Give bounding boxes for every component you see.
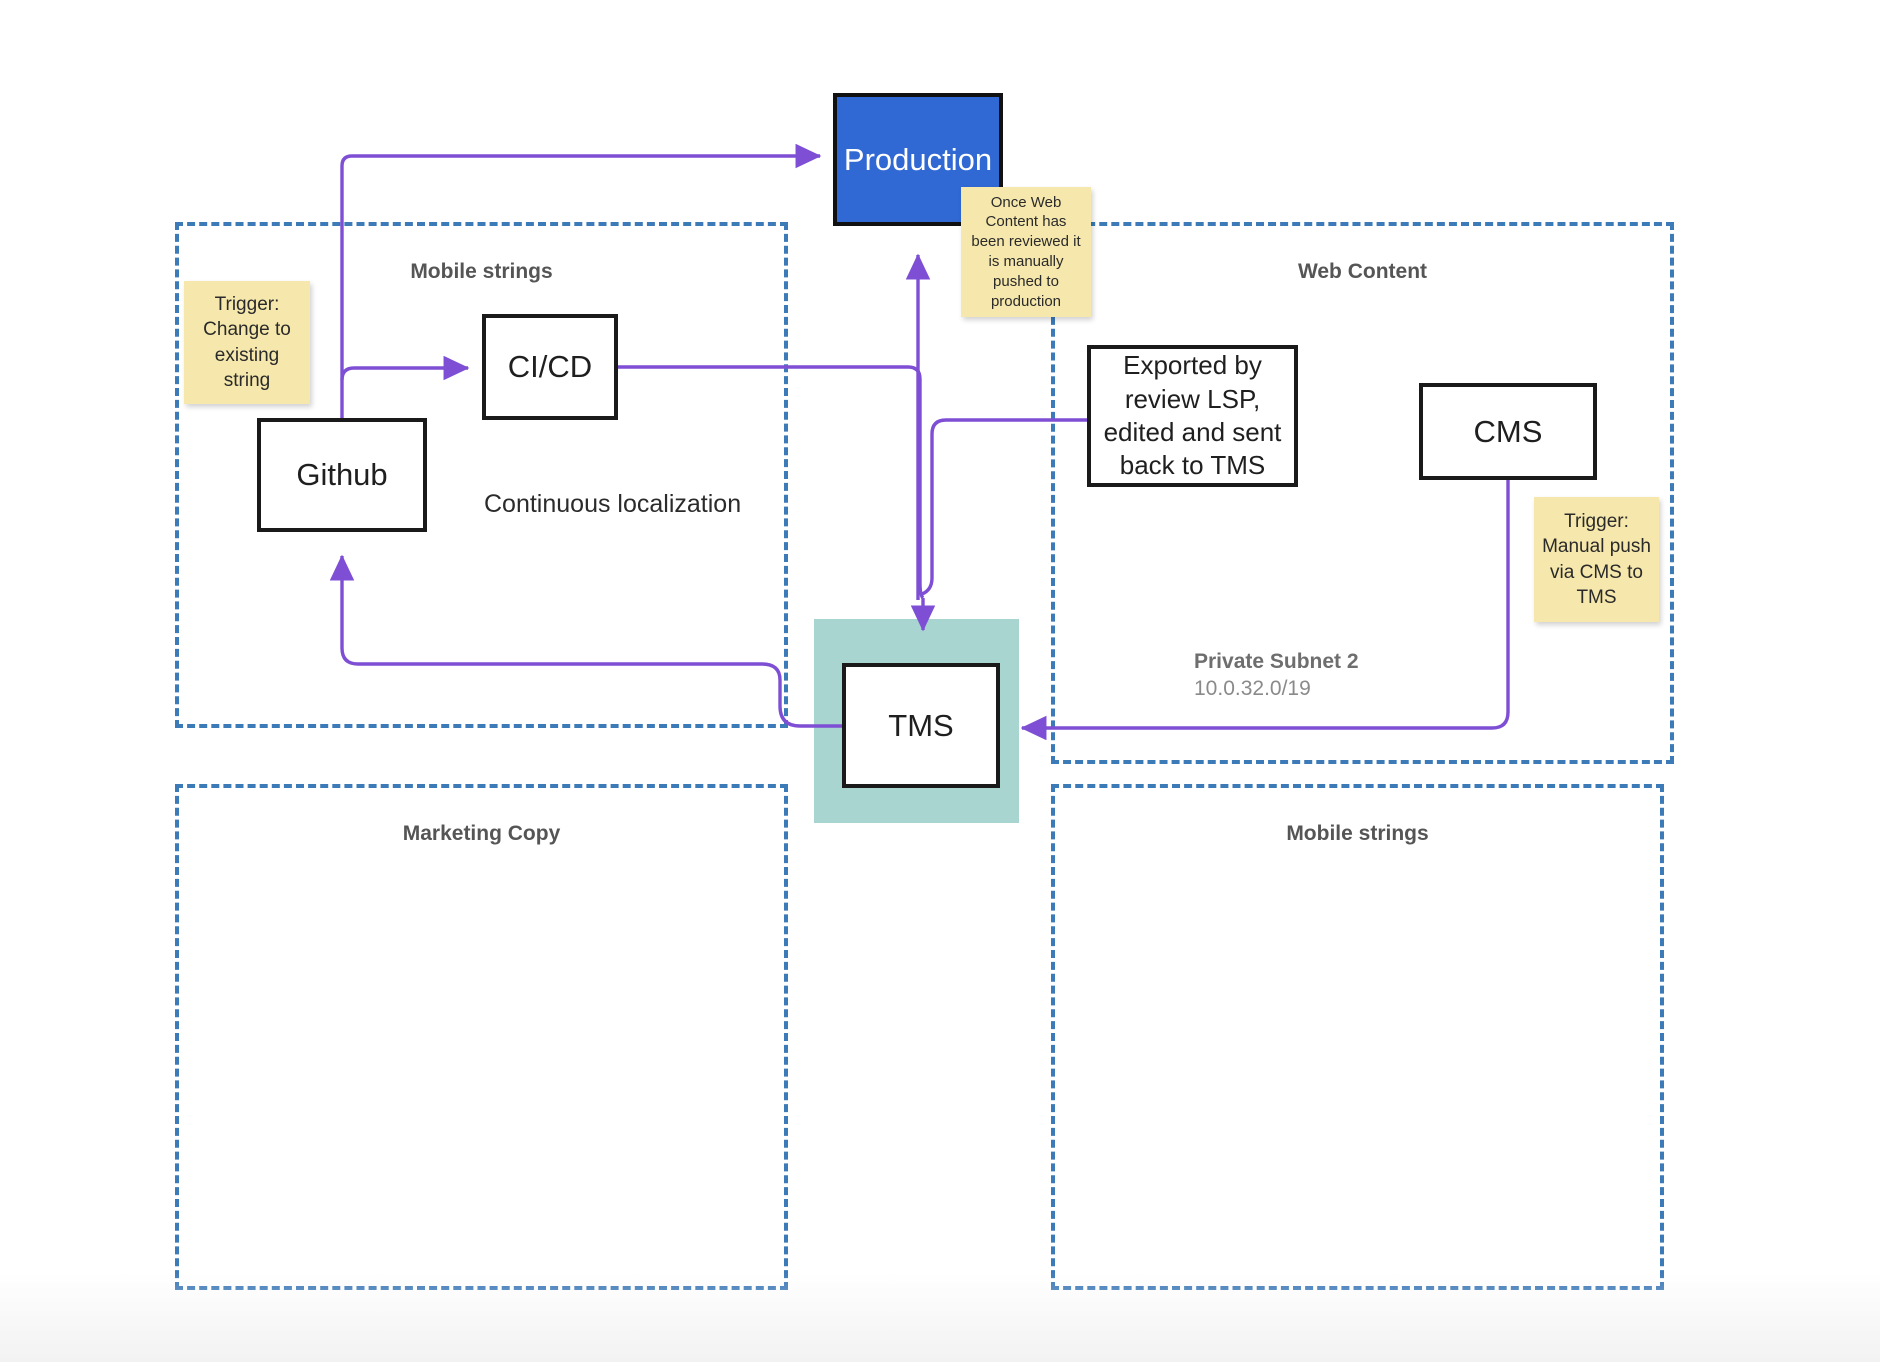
group-label-mobile-strings-left: Mobile strings — [410, 260, 553, 283]
group-mobile-strings-bottom — [1051, 784, 1664, 1290]
node-production-label: Production — [843, 141, 993, 177]
sticky-trigger-manual-push-cms-text: Trigger: Manual push via CMS to TMS — [1542, 511, 1651, 608]
group-web-content — [1051, 222, 1674, 764]
sticky-trigger-change-string-text: Trigger: Change to existing string — [203, 294, 291, 391]
private-subnet-cidr: 10.0.32.0/19 — [1194, 677, 1311, 701]
sticky-trigger-change-string[interactable]: Trigger: Change to existing string — [184, 281, 310, 404]
node-review-lsp[interactable]: Exported by review LSP, edited and sent … — [1087, 345, 1298, 487]
node-cms-label: CMS — [1473, 413, 1543, 449]
private-subnet-label: Private Subnet 2 10.0.32.0/19 — [1194, 648, 1359, 703]
node-tms-label: TMS — [888, 707, 954, 743]
node-cicd[interactable]: CI/CD — [482, 314, 618, 420]
sticky-web-content-manual-push[interactable]: Once Web Content has been reviewed it is… — [961, 187, 1091, 317]
node-review-lsp-label: Exported by review LSP, edited and sent … — [1103, 350, 1282, 481]
group-marketing-copy — [175, 784, 788, 1290]
group-label-mobile-strings-bottom: Mobile strings — [1286, 822, 1429, 845]
sticky-trigger-manual-push-cms[interactable]: Trigger: Manual push via CMS to TMS — [1534, 497, 1659, 622]
node-github-label: Github — [296, 457, 388, 493]
node-tms[interactable]: TMS — [842, 663, 1000, 788]
node-github[interactable]: Github — [257, 418, 427, 532]
node-production[interactable]: Production — [833, 93, 1003, 226]
node-cms[interactable]: CMS — [1419, 383, 1597, 480]
continuous-localization-label: Continuous localization — [484, 490, 742, 518]
sticky-web-content-manual-push-text: Once Web Content has been reviewed it is… — [971, 193, 1081, 310]
private-subnet-title: Private Subnet 2 — [1194, 650, 1359, 673]
group-label-web-content: Web Content — [1297, 260, 1428, 283]
group-label-marketing-copy: Marketing Copy — [402, 822, 561, 845]
node-cicd-label: CI/CD — [507, 349, 593, 385]
